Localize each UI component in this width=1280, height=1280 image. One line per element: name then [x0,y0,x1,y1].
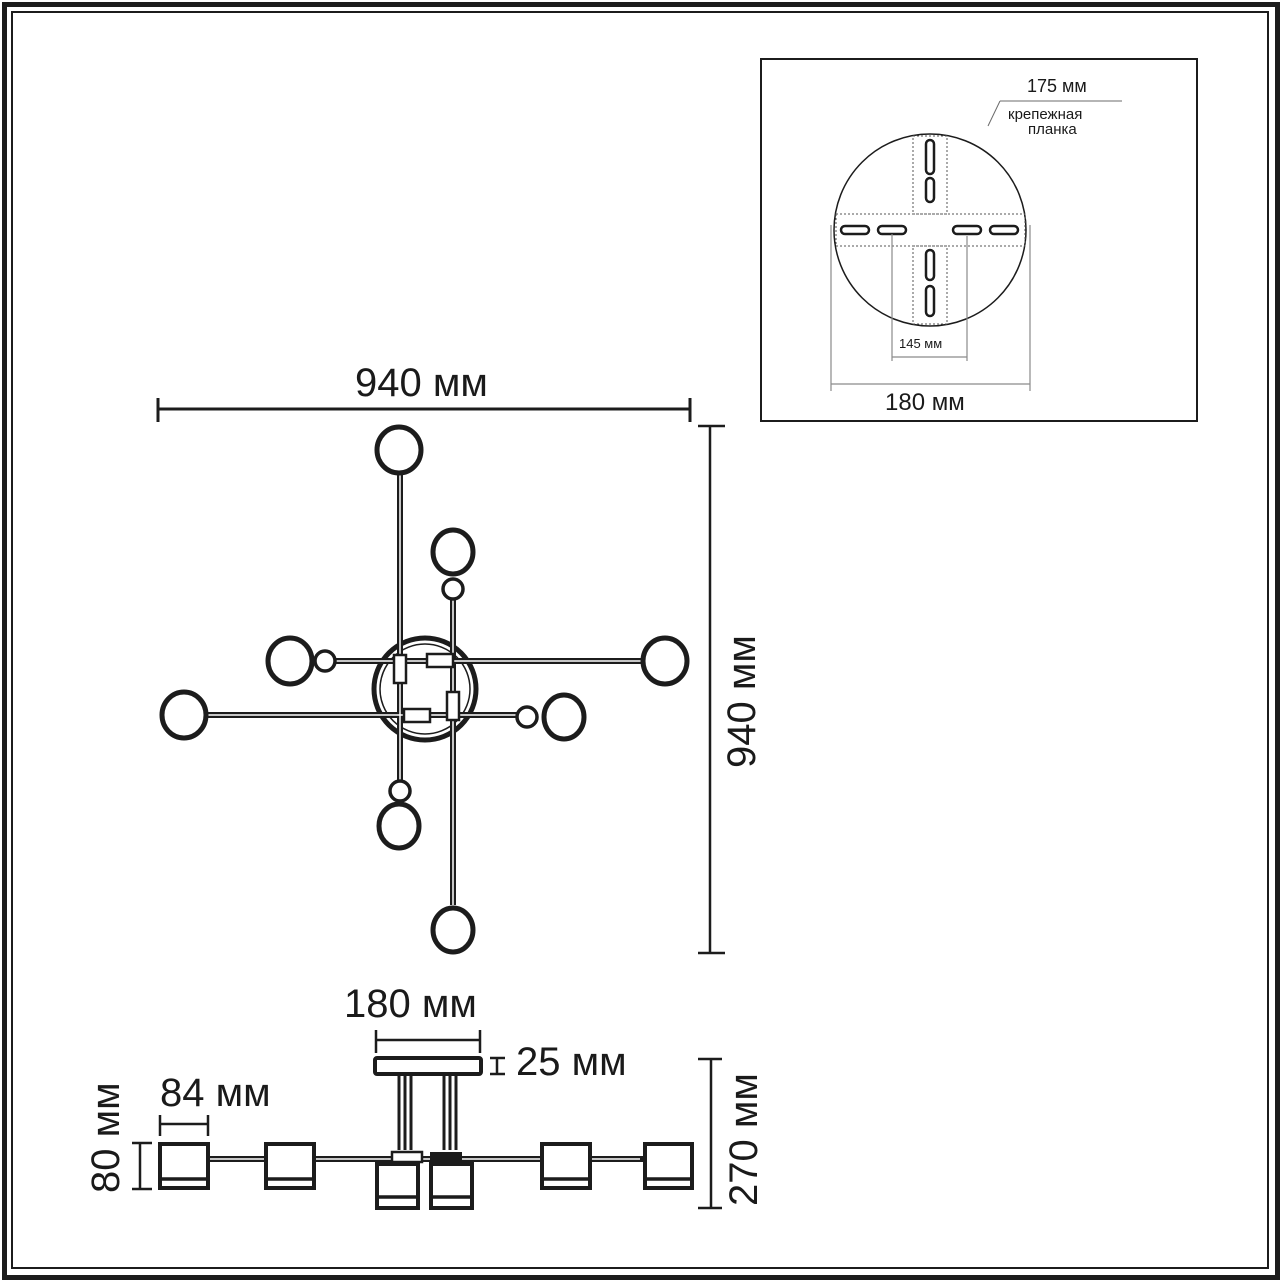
small-balls [313,577,539,803]
globes [159,424,690,955]
side-view [132,1030,722,1210]
top-height-label: 940 мм [720,635,764,768]
top-width-label: 940 мм [355,361,488,405]
bracket-outline [835,135,1026,325]
canopy-width-label: 180 мм [344,982,477,1026]
shade-width-label: 84 мм [160,1071,271,1115]
shade-height-label: 80 мм [84,1082,128,1193]
total-height-label: 270 мм [722,1073,766,1206]
plate-circle [833,133,1027,327]
canopy-height-label: 25 мм [516,1040,627,1084]
bracket-slots [839,138,1020,318]
plate-diameter-label: 175 мм [1027,76,1087,96]
bracket-length-label: 180 мм [885,389,965,416]
top-view [156,398,725,955]
mounting-plate-inset [760,58,1198,422]
shade-bands [160,1177,692,1199]
hole-spacing-label: 145 мм [899,336,943,351]
inner-border [11,11,1269,1269]
bracket-caption-line2: планка [1028,121,1077,138]
shades [158,1142,694,1210]
bracket-caption-line1: крепежная [1008,106,1083,123]
